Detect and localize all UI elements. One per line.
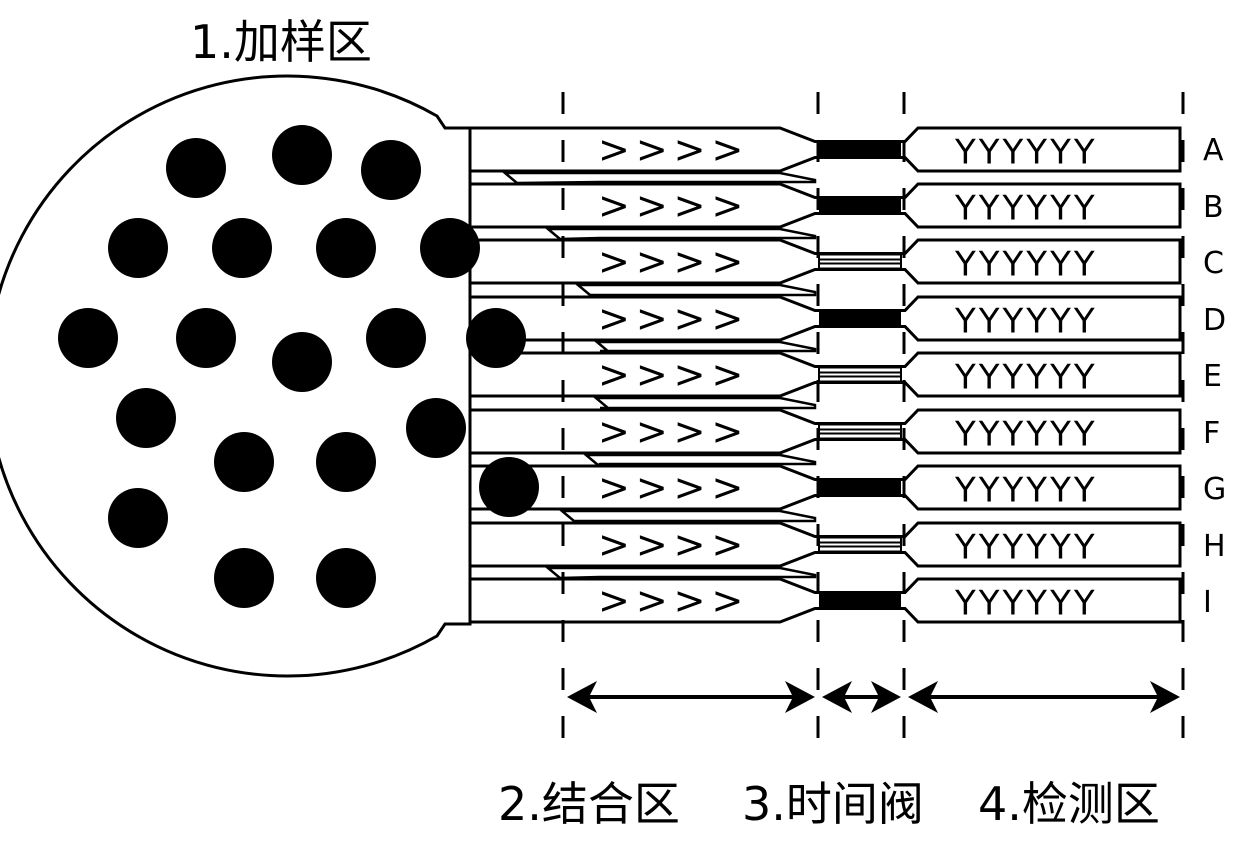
valve-b [819,199,901,213]
sample-dot [361,140,421,200]
sample-zone-title: 1.加样区 [190,6,372,72]
sample-dot [316,548,376,608]
row-label-f: F [1203,416,1220,451]
binding-marker: >>>> [598,353,749,397]
time-valve-label: 3.时间阀 [742,768,924,834]
channel-divider [578,285,815,295]
valve-i [819,594,901,608]
sample-dot [214,432,274,492]
row-label-b: B [1203,190,1224,225]
binding-marker: >>>> [598,128,749,172]
valve-g [819,481,901,495]
binding-marker: >>>> [598,579,749,623]
detection-zone-label: 4.检测区 [978,768,1160,834]
row-label-i: I [1203,585,1212,620]
binding-zone-label: 2.结合区 [498,768,680,834]
detection-marker: YYYYYY [954,302,1098,342]
binding-marker: >>>> [598,184,749,228]
detection-marker: YYYYYY [954,584,1098,624]
binding-marker: >>>> [598,410,749,454]
binding-marker: >>>> [598,240,749,284]
sample-dot [116,388,176,448]
sample-dot [316,432,376,492]
time-valve-arrow [822,681,901,713]
channel-divider [548,229,815,239]
valve-e [819,368,901,382]
row-label-a: A [1203,133,1224,168]
sample-dot [166,138,226,198]
sample-dot [108,488,168,548]
row-label-c: C [1203,246,1224,281]
valve-a [819,143,901,157]
row-label-e: E [1203,359,1222,394]
detection-marker: YYYYYY [954,528,1098,568]
sample-dot [272,125,332,185]
sample-dot [406,398,466,458]
valve-d [819,312,901,326]
time-valves [819,143,901,608]
channel-divider [548,568,815,578]
detection-marker: YYYYYY [954,189,1098,229]
valve-c [819,255,901,269]
detection-marker: YYYYYY [954,415,1098,455]
sample-dot [176,308,236,368]
channel-divider [586,455,815,465]
binding-zone-arrow [567,681,815,713]
sample-dot [479,457,539,517]
sample-dot [214,548,274,608]
row-label-g: G [1203,472,1226,507]
valve-frame [819,425,901,439]
sample-dot [58,308,118,368]
valve-frame [819,255,901,269]
valve-h [819,538,901,552]
binding-marker: >>>> [598,297,749,341]
detection-marker: YYYYYY [954,358,1098,398]
channel-divider [596,398,815,408]
sample-dot [272,332,332,392]
channel-divider [505,173,815,183]
row-label-d: D [1203,303,1226,338]
binding-marker: >>>> [598,523,749,567]
sample-dot [466,308,526,368]
channel-divider [597,342,815,352]
binding-marker: >>>> [598,466,749,510]
valve-frame [819,368,901,382]
detection-marker: YYYYYY [954,471,1098,511]
row-label-h: H [1203,529,1226,564]
sample-dot [420,218,480,278]
sample-dot [316,218,376,278]
channel-divider [562,511,815,521]
detection-marker: YYYYYY [954,245,1098,285]
valve-frame [819,538,901,552]
detection-zone-arrow [908,681,1180,713]
detection-marker: YYYYYY [954,133,1098,173]
sample-dot [108,218,168,278]
sample-dot [366,308,426,368]
sample-dot [212,218,272,278]
valve-f [819,425,901,439]
